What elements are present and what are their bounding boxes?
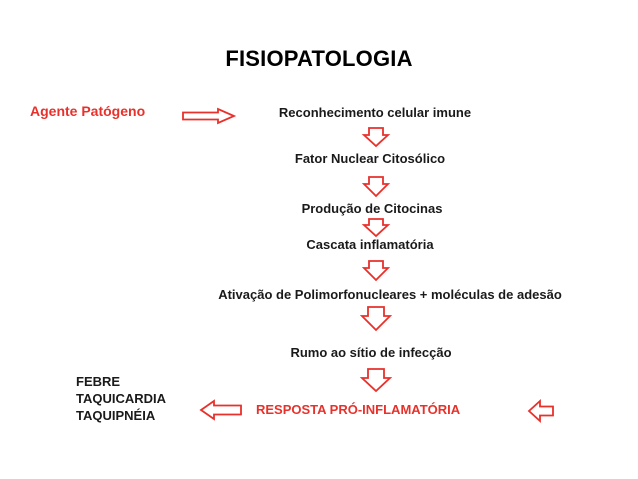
response-label: RESPOSTA PRÓ-INFLAMATÓRIA xyxy=(256,402,461,417)
down-arrow-icon xyxy=(361,176,391,198)
step-recognition: Reconhecimento celular imune xyxy=(278,105,472,120)
step-pmn-activation: Ativação de Polimorfonucleares + molécul… xyxy=(218,287,562,302)
left-arrow-icon xyxy=(527,398,554,424)
down-arrow-icon xyxy=(361,218,391,238)
symptom-tachycardia: TAQUICARDIA xyxy=(76,391,167,406)
step-inflammatory-cascade: Cascata inflamatória xyxy=(306,237,434,252)
down-arrow-icon xyxy=(359,368,393,393)
symptom-tachypnea: TAQUIPNÉIA xyxy=(76,408,156,423)
left-arrow-icon xyxy=(199,399,242,421)
symptoms-list: FEBRE TAQUICARDIA TAQUIPNÉIA xyxy=(76,373,166,424)
agent-label: Agente Patógeno xyxy=(30,103,146,119)
step-cytokines: Produção de Citocinas xyxy=(301,201,443,216)
down-arrow-icon xyxy=(361,127,391,148)
step-nuclear-factor: Fator Nuclear Citosólico xyxy=(294,151,446,166)
down-arrow-icon xyxy=(361,260,391,282)
symptom-fever: FEBRE xyxy=(76,374,121,389)
down-arrow-icon xyxy=(359,306,393,332)
right-arrow-icon xyxy=(182,107,237,125)
step-infection-site: Rumo ao sítio de infecção xyxy=(290,345,452,360)
page-title: FISIOPATOLOGIA xyxy=(225,46,413,71)
